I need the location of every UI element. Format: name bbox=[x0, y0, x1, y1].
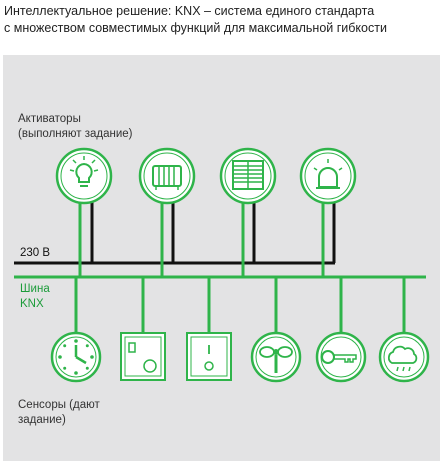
heading-line-2: с множеством совместимых функций для мак… bbox=[4, 21, 387, 35]
knx-bus-label: Шина KNX bbox=[20, 282, 50, 312]
thermostat-icon bbox=[120, 332, 166, 381]
alarm-light-icon bbox=[299, 147, 357, 205]
sensors-label-line-1: Сенсоры (дают bbox=[18, 399, 100, 411]
sensors-label: Сенсоры (дают задание) bbox=[18, 398, 100, 428]
radiator-icon bbox=[138, 147, 196, 205]
voltage-label: 230 В bbox=[20, 247, 51, 259]
power-drops bbox=[90, 198, 336, 263]
lightbulb-icon bbox=[55, 147, 113, 205]
actuators-label: Активаторы (выполняют задание) bbox=[18, 112, 132, 142]
weather-sensor-icon bbox=[378, 331, 430, 383]
diagram-heading: Интеллектуальное решение: KNX – система … bbox=[4, 3, 440, 37]
bus-drops-actuators bbox=[78, 198, 325, 277]
knx-bus-label-line-2: KNX bbox=[20, 298, 44, 310]
knx-bus-label-line-1: Шина bbox=[20, 283, 50, 295]
diagram-panel bbox=[3, 55, 440, 461]
wind-sensor-icon bbox=[250, 331, 302, 383]
actuators-label-line-2: (выполняют задание) bbox=[18, 128, 133, 140]
clock-icon bbox=[50, 331, 102, 383]
key-icon bbox=[315, 331, 367, 383]
switch-icon bbox=[186, 332, 232, 381]
sensors-label-line-2: задание) bbox=[18, 414, 66, 426]
actuators-label-line-1: Активаторы bbox=[18, 113, 81, 125]
bus-drops-sensors bbox=[74, 277, 406, 333]
heading-line-1: Интеллектуальное решение: KNX – система … bbox=[4, 4, 375, 18]
blinds-icon bbox=[219, 147, 277, 205]
